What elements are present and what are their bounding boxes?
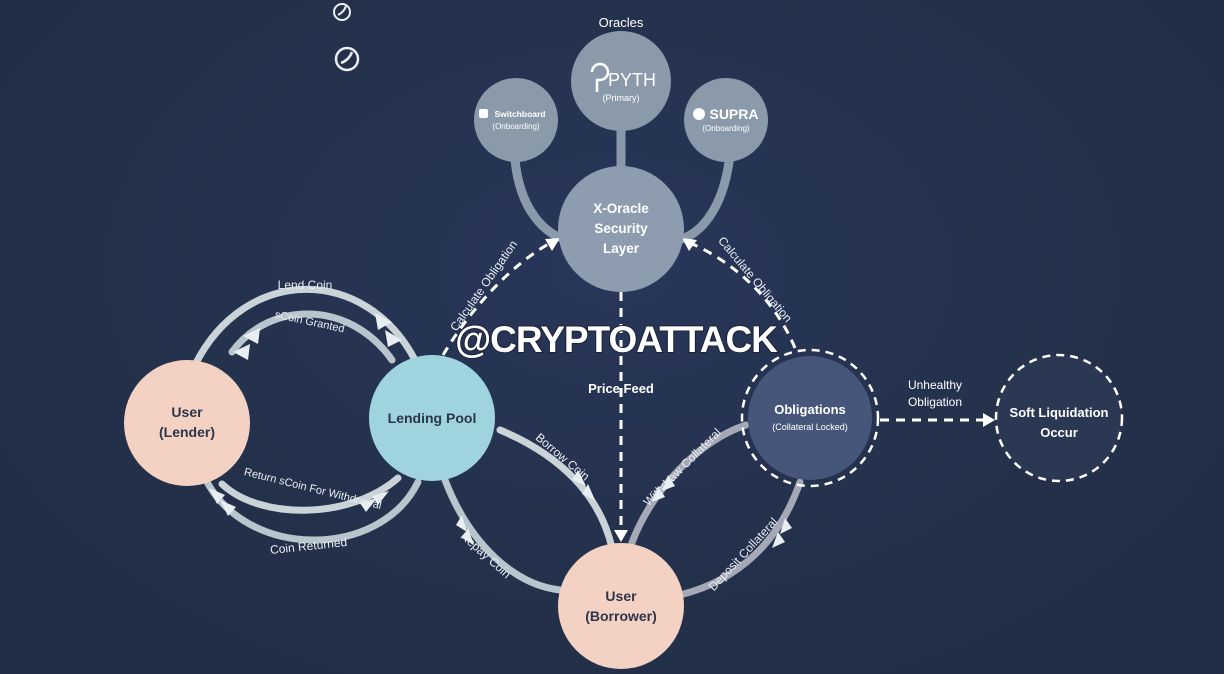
supra-node: SUPRA (Onboarding) [684,78,768,162]
lending-pool-node: Lending Pool [369,355,495,481]
svg-text:Occur: Occur [1040,425,1078,440]
price-feed-label: Price Feed [588,381,654,396]
svg-text:(Borrower): (Borrower) [585,608,657,624]
borrow-coin-label: Borrow Coin [533,430,593,483]
svg-text:Lending Pool: Lending Pool [388,410,477,426]
switchboard-sub: (Onboarding) [492,122,539,131]
switchboard-logo-icon [479,109,488,118]
repay-coin-label: Repay Coin [458,529,514,581]
arrow-chevrons [209,313,402,516]
pyth-name: PYTH [608,70,656,90]
deposit-collateral-arrow [676,478,804,599]
supra-logo-icon [693,108,705,120]
bubble-icon [334,46,360,72]
dashed-links [441,240,985,540]
calc-obligation-right-line [687,240,797,349]
lend-coin-label: Lend Coin [278,278,333,292]
svg-text:(Lender): (Lender) [159,424,215,440]
calc-obligation-right-label: Calculate Obligation [715,234,795,325]
borrower-chevrons [456,470,792,548]
supra-name: SUPRA [709,106,758,122]
dashed-arrowheads [545,238,995,542]
withdraw-collateral-arrow [626,421,750,552]
svg-text:Obligations: Obligations [774,402,846,417]
svg-text:Security: Security [594,221,648,236]
svg-text:User: User [605,588,637,604]
svg-text:X-Oracle: X-Oracle [593,201,649,216]
svg-text:Soft Liquidation: Soft Liquidation [1010,405,1109,420]
deposit-collateral-label: Deposit Collateral [706,515,781,594]
svg-text:User: User [171,404,203,420]
pyth-sub: (Primary) [603,93,640,103]
svg-text:(Collateral Locked): (Collateral Locked) [772,422,848,432]
unhealthy-label-2: Obligation [908,395,962,409]
pyth-logo-icon [590,62,610,92]
svg-text:Layer: Layer [603,241,640,256]
bubble-icon [333,3,351,21]
soft-liquidation-node: Soft Liquidation Occur [994,353,1124,483]
switchboard-node: Switchboard (Onboarding) [474,78,558,162]
obligations-node: Obligations (Collateral Locked) [740,348,880,488]
borrower-node: User (Borrower) [558,543,684,669]
pyth-node: PYTH (Primary) [571,31,671,131]
calc-obligation-left-line [441,240,553,356]
switchboard-name: Switchboard [494,109,545,119]
oracles-title: Oracles [599,15,644,30]
watermark: @CRYPTOATTACK [455,319,778,360]
withdraw-collateral-label: Withdraw Collateral [640,425,723,508]
repay-coin-arrow [441,476,564,594]
unhealthy-label-1: Unhealthy [908,378,962,392]
x-oracle-node: X-Oracle Security Layer [558,166,684,292]
supra-sub: (Onboarding) [702,124,749,133]
lender-node: User (Lender) [124,360,250,486]
